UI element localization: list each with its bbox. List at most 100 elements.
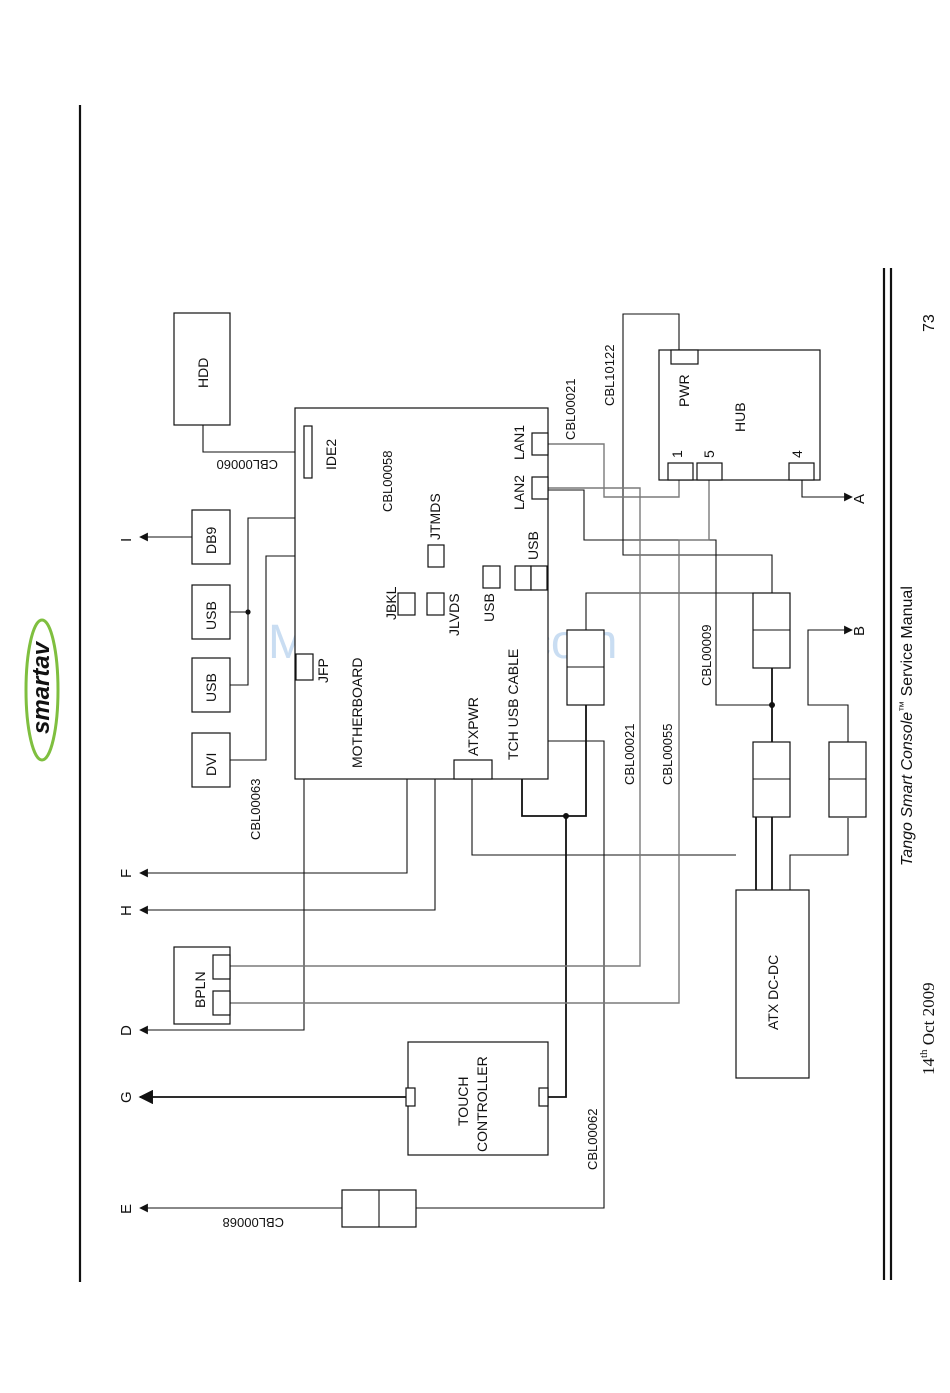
arrow-label-i: I (118, 538, 135, 542)
cbl00021-label-b: CBL00021 (622, 724, 637, 785)
lan2-connector (531, 476, 549, 500)
arrow-label-e: E (118, 1204, 135, 1214)
wire-cbl10122 (622, 313, 773, 593)
touch-label-line2: CONTROLLER (474, 1056, 490, 1152)
db9-label: DB9 (203, 527, 219, 554)
wire-cbl00055-bpln (230, 480, 710, 1004)
cbl00060-label: CBL00060 (217, 457, 278, 472)
motherboard-box (294, 407, 549, 780)
db9-box (191, 509, 231, 565)
ide2-label: IDE2 (323, 439, 339, 470)
hub-port-5 (696, 462, 723, 481)
cbl10122-label: CBL10122 (602, 345, 617, 406)
cbl00009-label: CBL00009 (699, 625, 714, 686)
atxpwr-label: ATXPWR (465, 697, 481, 756)
jlvds-label: JLVDS (446, 593, 462, 636)
junction-cbl00009 (769, 702, 775, 708)
dvi-label: DVI (203, 753, 219, 776)
atx-label: ATX DC-DC (765, 955, 781, 1030)
wire-arrow-a (801, 480, 853, 502)
wire-touch-usb-branch (566, 705, 587, 817)
junction-usb (245, 609, 251, 615)
smartav-logo: smartav (24, 618, 60, 762)
touch-port-left (405, 1087, 416, 1107)
arrow-label-a: A (851, 494, 868, 504)
hub-port-1 (667, 462, 694, 481)
atxpwr-connector (453, 759, 493, 780)
touch-port-right (538, 1087, 549, 1107)
usb-internal-label: USB (481, 593, 497, 622)
hub-label: HUB (732, 402, 748, 432)
hub-port-4-label: 4 (789, 450, 805, 458)
jfp-label: JFP (315, 658, 331, 683)
lan1-connector (531, 432, 549, 456)
junction-touch-usb (563, 813, 569, 819)
arrow-label-g: G (118, 1091, 135, 1103)
hub-pwr-label: PWR (676, 374, 692, 407)
footer-manual: Service Manual (899, 586, 916, 701)
usb-edge-connector-b (530, 565, 548, 591)
tch-usb-cable-label: TCH USB CABLE (505, 649, 521, 760)
jlvds-connector (426, 592, 445, 616)
usb-box-1-label: USB (203, 601, 219, 630)
usb-box-1 (191, 584, 231, 640)
cbl00068-label: CBL00068 (223, 1215, 284, 1230)
footer-date-day: 14 (919, 1058, 938, 1076)
atx-dcdc-box (735, 889, 810, 1079)
ide2-connector (303, 425, 313, 479)
jtmds-connector (427, 544, 445, 568)
footer-page-number: 73 (921, 314, 938, 332)
jbkl-connector (397, 592, 416, 616)
wire-usb-connector (585, 592, 772, 630)
wire-arrow-b (807, 625, 853, 742)
footer-product: Tango Smart Console (899, 712, 916, 866)
touch-controller-box (407, 1041, 549, 1156)
logo-text: smartav (28, 640, 55, 734)
hub-port-1-label: 1 (669, 450, 685, 458)
footer-date-rest: Oct 2009 (919, 982, 938, 1049)
arrow-label-f: F (118, 869, 135, 878)
lan2-label: LAN2 (511, 475, 527, 510)
cbl00055-label: CBL00055 (660, 724, 675, 785)
cbl00062-label: CBL00062 (585, 1109, 600, 1170)
hdd-box (173, 312, 231, 426)
wire-cbl00009 (548, 489, 772, 706)
footer-trademark: ™ (898, 701, 910, 712)
usb-box-2-label: USB (203, 673, 219, 702)
bpln-port-1 (212, 954, 231, 980)
lan1-label: LAN1 (511, 425, 527, 460)
usb-internal-connector (482, 565, 501, 589)
usb-edge-connector-a (514, 565, 532, 591)
dvi-box (191, 732, 231, 788)
hub-port-4 (788, 462, 815, 481)
wire-jfp-d (139, 668, 305, 1035)
footer-date: 14th Oct 2009 (918, 982, 938, 1075)
jtmds-label: JTMDS (427, 493, 443, 540)
wire-atx-b2 (789, 818, 849, 890)
footer-title: Tango Smart Console™ Service Manual (898, 586, 916, 866)
wire-atxpwr (471, 779, 736, 856)
bpln-port-2 (212, 990, 231, 1016)
hdd-label: HDD (195, 358, 211, 388)
arrow-label-d: D (118, 1025, 135, 1036)
footer-date-sup: th (918, 1049, 930, 1058)
cbl00058-label: CBL00058 (380, 451, 395, 512)
wire-cbl00021-bpln (230, 487, 641, 967)
cbl00063-label: CBL00063 (248, 779, 263, 840)
jbkl-label: JBKL (383, 586, 399, 620)
touch-label-line1: TOUCH (455, 1076, 471, 1126)
wire-hdd-ide2 (202, 425, 304, 453)
usb-edge-label: USB (525, 531, 541, 560)
cbl00021-label-a: CBL00021 (563, 379, 578, 440)
hub-pwr-port (670, 349, 699, 365)
hub-box (658, 349, 821, 481)
arrow-label-b: B (851, 626, 868, 636)
arrow-label-h: H (118, 905, 135, 916)
jfp-connector (295, 653, 314, 681)
usb-box-2 (191, 657, 231, 713)
hub-port-5-label: 5 (701, 450, 717, 458)
motherboard-label: MOTHERBOARD (349, 658, 365, 768)
bpln-label: BPLN (192, 971, 208, 1008)
